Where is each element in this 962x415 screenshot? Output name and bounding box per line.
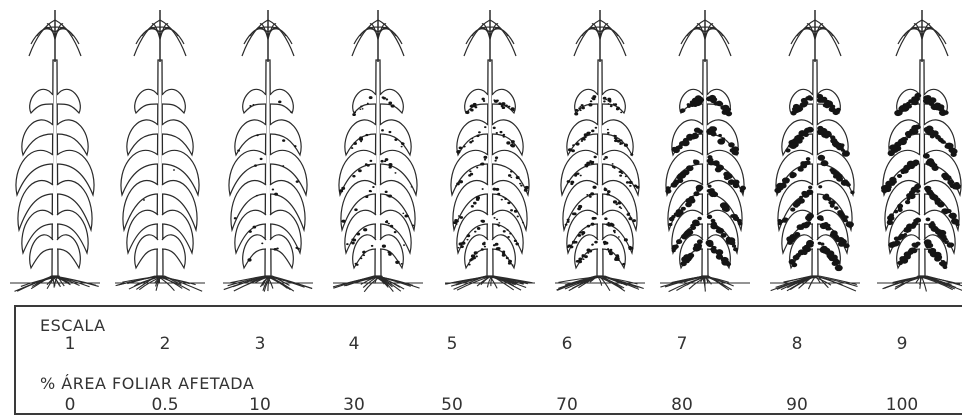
escala-header: ESCALA	[40, 316, 106, 335]
tassel	[896, 10, 948, 62]
leaf	[162, 89, 185, 113]
affected-area-header: % ÁREA FOLIAR AFETADA	[40, 374, 254, 393]
affected-percent-9: 100	[872, 395, 932, 415]
leaf	[22, 120, 53, 155]
leaf	[671, 120, 703, 155]
leaf	[352, 89, 376, 116]
affected-percent-3: 10	[230, 395, 290, 415]
leaf	[894, 89, 921, 116]
roots	[660, 276, 750, 292]
leaf	[135, 89, 158, 113]
roots	[445, 276, 535, 290]
leaf	[817, 89, 841, 115]
leaf	[270, 235, 293, 268]
leaf	[465, 89, 488, 114]
roots	[770, 276, 860, 291]
plant-6	[555, 10, 645, 291]
leaf	[492, 235, 515, 268]
leaf	[782, 120, 814, 155]
leaf	[567, 120, 598, 155]
leaf	[575, 235, 598, 268]
plant-3	[223, 10, 313, 292]
leaf	[345, 120, 376, 155]
tassel	[464, 10, 516, 62]
leaf	[492, 89, 515, 113]
tassel	[679, 10, 731, 62]
leaf	[602, 235, 625, 268]
plant-5	[445, 10, 535, 290]
tassel	[242, 10, 294, 62]
affected-percent-4: 30	[324, 395, 384, 415]
tassel	[574, 10, 626, 62]
scale-level-7: 7	[652, 334, 712, 354]
scale-level-8: 8	[767, 334, 827, 354]
scale-level-3: 3	[230, 334, 290, 354]
roots	[333, 276, 423, 292]
leaf	[243, 235, 266, 268]
leaf	[380, 235, 403, 268]
scale-level-9: 9	[872, 334, 932, 354]
leaf	[135, 235, 158, 268]
leaf	[30, 89, 53, 113]
roots	[555, 276, 645, 291]
leaf	[162, 120, 193, 155]
leaf	[380, 89, 403, 113]
leaf	[574, 89, 598, 115]
leaf	[57, 120, 88, 155]
leaf	[30, 235, 53, 268]
tassel	[134, 10, 186, 62]
leaf	[790, 89, 814, 115]
affected-percent-6: 70	[537, 395, 597, 415]
scale-level-6: 6	[537, 334, 597, 354]
leaf	[270, 89, 293, 113]
plant-7	[660, 10, 750, 292]
plant-9	[877, 10, 962, 292]
leaf	[380, 120, 411, 155]
leaf	[235, 120, 266, 155]
leaf	[270, 120, 301, 155]
severity-scale-table: ESCALA 1 2 3 4 5 6 7 8 9 % ÁREA FOLIAR AFETADA 0…	[14, 305, 962, 415]
leaf	[456, 120, 488, 155]
scale-level-1: 1	[40, 334, 100, 354]
leaf	[127, 120, 158, 155]
leaf	[57, 89, 80, 113]
roots	[10, 276, 100, 291]
roots	[877, 276, 962, 292]
leaf	[243, 89, 266, 113]
scale-level-4: 4	[324, 334, 384, 354]
leaf	[923, 89, 949, 116]
tassel	[789, 10, 841, 62]
scale-level-5: 5	[422, 334, 482, 354]
leaf	[162, 235, 185, 268]
plant-illustrations	[0, 0, 962, 300]
plant-4	[333, 10, 423, 292]
leaf	[57, 235, 80, 268]
scale-level-2: 2	[135, 334, 195, 354]
plant-1	[10, 10, 100, 291]
leaf	[680, 235, 703, 268]
leaf	[680, 89, 704, 113]
affected-percent-8: 90	[767, 395, 827, 415]
plant-2	[115, 10, 205, 291]
tassel	[29, 10, 81, 62]
plant-8	[770, 10, 860, 291]
affected-percent-2: 0.5	[135, 395, 195, 415]
affected-percent-5: 50	[422, 395, 482, 415]
tassel	[352, 10, 404, 62]
affected-percent-1: 0	[40, 395, 100, 415]
leaf	[602, 89, 625, 113]
affected-percent-7: 80	[652, 395, 712, 415]
leaf	[492, 120, 523, 155]
roots	[223, 276, 313, 292]
leaf	[353, 235, 376, 268]
roots	[115, 276, 205, 291]
leaf	[706, 89, 732, 116]
